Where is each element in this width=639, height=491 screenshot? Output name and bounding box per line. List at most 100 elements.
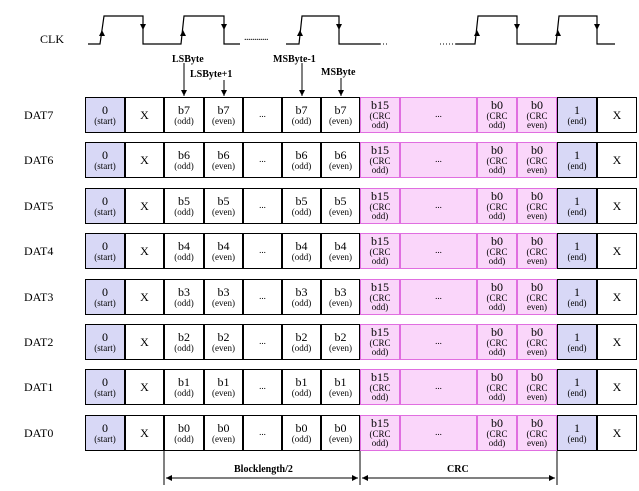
cell-subtext: odd) — [371, 392, 389, 403]
end-bit-cell: 1(end) — [557, 279, 597, 315]
data-bit-even-cell: b4(even) — [204, 233, 243, 269]
cell-subtext: (CRC — [526, 382, 548, 393]
cell-subtext: ... — [435, 381, 442, 392]
data-ellipsis-cell: ... — [243, 415, 282, 451]
cell-value: 1 — [574, 420, 580, 435]
cell-value: b5 — [178, 193, 190, 208]
blocklength-span-label: Blocklength/2 — [234, 464, 293, 475]
cell-subtext: (CRC — [486, 428, 508, 439]
crc-ellipsis-cell: ... — [400, 233, 477, 269]
crc-ellipsis-cell: ... — [400, 369, 477, 405]
cell-subtext: (end) — [567, 387, 587, 398]
crc-span-label: CRC — [447, 464, 469, 475]
data-ellipsis-cell: ... — [243, 279, 282, 315]
cell-subtext: (even) — [329, 115, 352, 126]
cell-subtext: (CRC — [486, 246, 508, 257]
data-bit-even-cell: b3(even) — [321, 279, 360, 315]
cell-subtext: ... — [435, 336, 442, 347]
cell-subtext: ... — [259, 109, 266, 120]
cell-subtext: (odd) — [174, 433, 194, 444]
cell-value: b0 — [217, 420, 230, 435]
cell-subtext: even) — [527, 165, 547, 176]
cell-subtext: (odd) — [291, 115, 312, 126]
cell-subtext: even) — [527, 438, 547, 449]
annotation-lsbyte-plus1: LSByte+1 — [190, 69, 233, 80]
dont-care-cell: X — [125, 233, 164, 269]
cell-subtext: (end) — [567, 297, 587, 308]
start-bit-cell: 0(start) — [85, 369, 125, 405]
cell-subtext: (odd) — [174, 342, 194, 353]
rising-edge-arrow-icon — [555, 30, 561, 36]
start-bit-cell: 0(start) — [85, 233, 125, 269]
falling-edge-arrow-icon — [336, 24, 342, 30]
data-bit-even-cell: b5(even) — [321, 188, 360, 224]
row-label: DAT1 — [24, 380, 54, 394]
cell-subtext: (odd) — [291, 433, 312, 444]
annotation-msbyte-minus1: MSByte-1 — [273, 54, 316, 65]
cell-subtext: even) — [527, 347, 547, 358]
cell-subtext: even) — [527, 211, 547, 222]
cell-value: b0 — [531, 98, 543, 113]
cell-subtext: (CRC — [369, 292, 391, 303]
data-bit-odd-cell: b5(odd) — [164, 188, 204, 224]
cell-value: b15 — [371, 416, 389, 431]
cell-subtext: (even) — [329, 387, 352, 398]
start-bit-cell: 0(start) — [85, 415, 125, 451]
rising-edge-arrow-icon — [180, 30, 186, 36]
cell-value: b2 — [217, 329, 230, 344]
cell-subtext: (even) — [329, 206, 352, 217]
cell-subtext: odd) — [488, 211, 506, 222]
row-label: DAT6 — [24, 153, 54, 167]
cell-value: 0 — [102, 420, 108, 435]
data-bit-even-cell: b3(even) — [204, 279, 243, 315]
cell-value: b0 — [491, 325, 503, 340]
dont-care-cell: X — [597, 97, 637, 133]
cell-subtext: (even) — [329, 160, 352, 171]
cell-subtext: odd) — [371, 211, 389, 222]
cell-subtext: odd) — [371, 347, 389, 358]
cell-subtext: ... — [435, 200, 442, 211]
cell-value: b0 — [295, 420, 308, 435]
cell-value: b2 — [178, 329, 190, 344]
span-arrow-right-icon — [352, 475, 358, 481]
cell-value: X — [140, 425, 149, 440]
cell-subtext: (CRC — [526, 201, 548, 212]
cell-value: X — [140, 107, 149, 122]
cell-subtext: (odd) — [291, 297, 312, 308]
cell-subtext: (start) — [94, 115, 116, 126]
cell-subtext: odd) — [488, 438, 506, 449]
data-bit-odd-cell: b1(odd) — [282, 369, 321, 405]
cell-value: b0 — [531, 325, 543, 340]
cell-subtext: (odd) — [291, 160, 312, 171]
data-bit-even-cell: b7(even) — [204, 97, 243, 133]
clock-gap-dots: ............ — [244, 32, 269, 43]
falling-edge-arrow-icon — [514, 24, 520, 30]
dont-care-cell: X — [597, 188, 637, 224]
crc-ellipsis-cell: ... — [400, 279, 477, 315]
cell-value: b7 — [334, 102, 347, 117]
cell-subtext: even) — [527, 120, 547, 131]
data-bit-odd-cell: b3(odd) — [164, 279, 204, 315]
data-ellipsis-cell: ... — [243, 188, 282, 224]
dont-care-cell: X — [125, 142, 164, 178]
cell-subtext: (CRC — [369, 201, 391, 212]
cell-subtext: (CRC — [369, 246, 391, 257]
cell-value: b5 — [334, 193, 347, 208]
cell-subtext: (CRC — [526, 155, 548, 166]
end-bit-cell: 1(end) — [557, 415, 597, 451]
cell-subtext: (CRC — [526, 428, 548, 439]
cell-value: b3 — [217, 284, 230, 299]
cell-subtext: even) — [527, 302, 547, 313]
cell-value: 1 — [574, 102, 580, 117]
row-label: DAT2 — [24, 335, 54, 349]
